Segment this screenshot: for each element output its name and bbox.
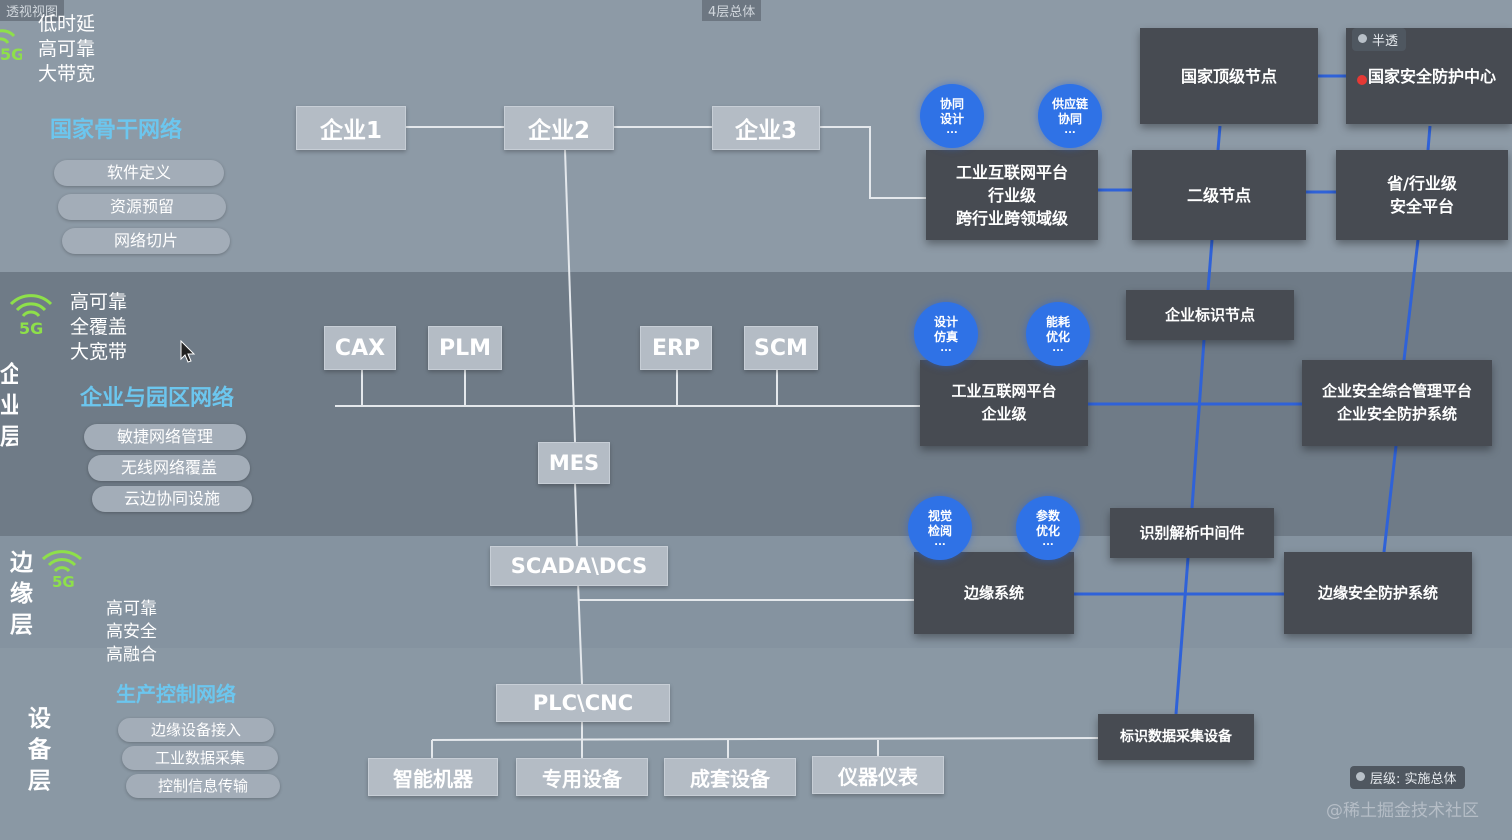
enterprise-layer-name: 企 业 层 bbox=[0, 362, 18, 450]
bubble-visual-inspect[interactable]: 视觉 检阅... bbox=[908, 496, 972, 560]
more-icon: ... bbox=[934, 537, 946, 548]
enterprise-capability-3: 云边协同设施 bbox=[92, 486, 252, 512]
plm-node[interactable]: PLM bbox=[428, 326, 502, 370]
bubble-energy-opt[interactable]: 能耗 优化... bbox=[1026, 302, 1090, 366]
enterprise-network-title: 企业与园区网络 bbox=[80, 386, 235, 411]
bubble-label: 能耗 优化 bbox=[1045, 315, 1070, 344]
svg-text:5G: 5G bbox=[19, 319, 43, 338]
enterprise-2-node[interactable]: 企业2 bbox=[504, 106, 614, 150]
bubble-label: 供应链 协同 bbox=[1051, 97, 1088, 126]
toggle-dot-icon bbox=[1356, 772, 1365, 781]
wifi-5g-icon: 5G bbox=[9, 294, 53, 338]
enterprise-id-node[interactable]: 企业标识节点 bbox=[1126, 290, 1294, 340]
level-select-toggle[interactable]: 层级: 实施总体 bbox=[1350, 766, 1465, 789]
device-layer-name: 设 备 层 bbox=[28, 706, 51, 794]
watermark-text: @稀土掘金技术社区 bbox=[1326, 801, 1479, 821]
scm-node[interactable]: SCM bbox=[744, 326, 818, 370]
device-instrument[interactable]: 仪器仪表 bbox=[812, 756, 944, 794]
more-icon: ... bbox=[1064, 125, 1076, 136]
national-capability-2: 资源预留 bbox=[58, 194, 226, 220]
more-icon: ... bbox=[946, 125, 958, 136]
toggle-dot-icon bbox=[1358, 34, 1367, 43]
device-complete-set[interactable]: 成套设备 bbox=[664, 758, 796, 796]
enterprise-1-node[interactable]: 企业1 bbox=[296, 106, 406, 150]
national-network-title: 国家骨干网络 bbox=[50, 118, 183, 143]
bubble-param-opt[interactable]: 参数 优化... bbox=[1016, 496, 1080, 560]
edge-security-system[interactable]: 边缘安全防护系统 bbox=[1284, 552, 1472, 634]
national-features: 低时延 高可靠 大带宽 bbox=[38, 13, 96, 85]
enterprise-3-node[interactable]: 企业3 bbox=[712, 106, 820, 150]
industry-platform[interactable]: 工业互联网平台 行业级 跨行业跨领域级 bbox=[926, 150, 1098, 240]
edge-system[interactable]: 边缘系统 bbox=[914, 552, 1074, 634]
device-capability-2: 工业数据采集 bbox=[122, 746, 278, 770]
edge-layer-name: 边 缘 层 bbox=[10, 550, 33, 638]
scada-dcs-node[interactable]: SCADA\DCS bbox=[490, 546, 668, 586]
bubble-label: 参数 优化 bbox=[1035, 509, 1060, 538]
more-icon: ... bbox=[1052, 343, 1064, 354]
view-mode-tab[interactable]: 透视视图 bbox=[0, 0, 65, 21]
mes-node[interactable]: MES bbox=[538, 442, 610, 484]
toggle-label: 层级: 实施总体 bbox=[1370, 772, 1457, 787]
device-smart-machine[interactable]: 智能机器 bbox=[368, 758, 498, 796]
provincial-security-platform[interactable]: 省/行业级 安全平台 bbox=[1336, 150, 1508, 240]
edge-features: 高可靠 高安全 高融合 bbox=[106, 599, 157, 665]
enterprise-security-platform[interactable]: 企业安全综合管理平台 企业安全防护系统 bbox=[1302, 360, 1492, 446]
erp-node[interactable]: ERP bbox=[640, 326, 712, 370]
id-resolution-middleware[interactable]: 识别解析中间件 bbox=[1110, 508, 1274, 558]
semi-transparent-toggle[interactable]: 半透 bbox=[1352, 28, 1407, 51]
cax-node[interactable]: CAX bbox=[324, 326, 396, 370]
national-capability-3: 网络切片 bbox=[62, 228, 230, 254]
wifi-5g-icon: 5G bbox=[0, 29, 22, 62]
svg-text:5G: 5G bbox=[52, 573, 75, 591]
national-capability-1: 软件定义 bbox=[54, 160, 224, 186]
bubble-collab-design[interactable]: 协同 设计... bbox=[920, 84, 984, 148]
bubble-label: 协同 设计 bbox=[939, 97, 964, 126]
enterprise-capability-1: 敏捷网络管理 bbox=[84, 424, 246, 450]
bubble-supply-chain[interactable]: 供应链 协同... bbox=[1038, 84, 1102, 148]
secondary-node[interactable]: 二级节点 bbox=[1132, 150, 1306, 240]
more-icon: ... bbox=[1042, 537, 1054, 548]
mouse-cursor-icon bbox=[180, 340, 196, 363]
enterprise-capability-2: 无线网络覆盖 bbox=[88, 455, 250, 481]
plc-cnc-node[interactable]: PLC\CNC bbox=[496, 684, 670, 722]
layer-count-tab[interactable]: 4层总体 bbox=[702, 0, 762, 21]
enterprise-features: 高可靠 全覆盖 大宽带 bbox=[70, 291, 128, 363]
wifi-5g-icon: 5G bbox=[41, 550, 83, 591]
bubble-label: 设计 仿真 bbox=[933, 315, 958, 344]
id-data-collector[interactable]: 标识数据采集设备 bbox=[1098, 714, 1254, 760]
national-top-node[interactable]: 国家顶级节点 bbox=[1140, 28, 1318, 124]
device-network-title: 生产控制网络 bbox=[116, 682, 236, 706]
more-icon: ... bbox=[940, 343, 952, 354]
bubble-label: 视觉 检阅 bbox=[927, 509, 952, 538]
alert-dot-icon bbox=[1357, 75, 1367, 85]
enterprise-platform[interactable]: 工业互联网平台 企业级 bbox=[920, 360, 1088, 446]
device-layer-band bbox=[0, 648, 1512, 840]
toggle-label: 半透 bbox=[1372, 34, 1399, 49]
bubble-design-sim[interactable]: 设计 仿真... bbox=[914, 302, 978, 366]
svg-text:5G: 5G bbox=[0, 45, 22, 62]
device-capability-3: 控制信息传输 bbox=[126, 774, 280, 798]
device-capability-1: 边缘设备接入 bbox=[118, 718, 274, 742]
device-special-equipment[interactable]: 专用设备 bbox=[516, 758, 648, 796]
